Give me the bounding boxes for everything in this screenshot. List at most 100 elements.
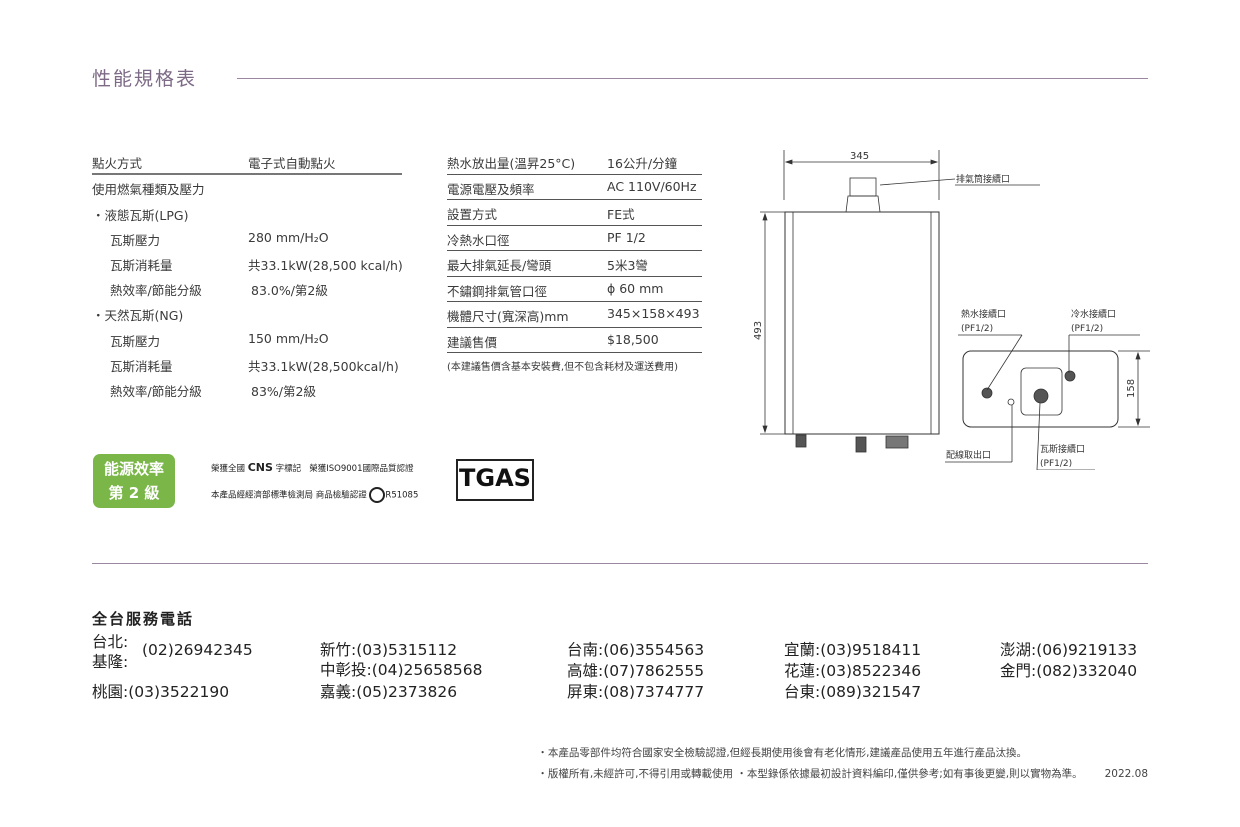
phone-city: 高雄: xyxy=(567,662,604,680)
spec-label: 瓦斯消耗量 xyxy=(110,258,173,273)
cold-size: (PF1/2) xyxy=(1071,324,1103,334)
phone-city: 基隆: xyxy=(92,653,129,671)
depth-dim: 158 xyxy=(1126,379,1137,398)
spec-label: 最大排氣延長/彎頭 xyxy=(447,258,552,273)
footer-note-2: ・版權所有,未經許可,不得引用或轉載使用 ・本型錄係依據最初設計資料編印,僅供參… xyxy=(537,768,1083,780)
phone-number: (089)321547 xyxy=(820,683,922,701)
footer-note-1: ・本產品零部件均符合國家安全檢驗認證,但經長期使用後會有老化情形,建議產品使用五… xyxy=(537,747,1028,759)
spec-row: 冷熱水口徑 PF 1/2 xyxy=(447,226,702,251)
phone-number: (06)3554563 xyxy=(603,641,705,659)
spec-label: 電源電壓及頻率 xyxy=(447,181,535,197)
spec-label: 熱水放出量(溫昇25°C) xyxy=(447,156,576,171)
spec-value: 83%/第2級 xyxy=(251,384,316,399)
width-dim: 345 xyxy=(850,151,869,162)
hot-size: (PF1/2) xyxy=(961,324,993,334)
phone-entry: 屏東:(08)7374777 xyxy=(567,680,704,702)
phone-entry: 金門:(082)332040 xyxy=(1000,659,1137,681)
spec-label: 冷熱水口徑 xyxy=(447,232,510,248)
spec-row: 點火方式 電子式自動點火 xyxy=(92,153,402,175)
cns-text: 榮獲全國 xyxy=(211,464,246,474)
spec-value: 電子式自動點火 xyxy=(248,156,336,171)
cns-text-post: 字標記 xyxy=(275,464,302,474)
phone-entry: 高雄:(07)7862555 xyxy=(567,659,704,681)
spec-value: 83.0%/第2級 xyxy=(251,283,328,298)
cns-logo-icon: CNS xyxy=(247,461,273,474)
spec-row: ・天然瓦斯(NG) xyxy=(92,305,402,330)
phone-city: 宜蘭: xyxy=(784,641,821,659)
phone-entry: 澎湖:(06)9219133 xyxy=(1000,638,1137,660)
exhaust-label: 排氣筒接續口 xyxy=(956,173,1010,185)
spec-value: PF 1/2 xyxy=(607,229,646,245)
spec-value: $18,500 xyxy=(607,331,659,347)
spec-row: 不鏽鋼排氣管口徑 ϕ 60 mm xyxy=(447,277,702,302)
dimension-diagram: 345 493 158 排氣筒接續口 熱水接續口 (PF1/2) 冷水接續口 (… xyxy=(753,150,1150,470)
spec-row: ・液態瓦斯(LPG) xyxy=(92,205,402,230)
phone-number: (05)2373826 xyxy=(356,683,458,701)
phone-number: (03)8522346 xyxy=(820,662,922,680)
phone-number: (03)9518411 xyxy=(820,641,922,659)
wiring-label: 配線取出口 xyxy=(946,449,991,461)
phone-entry: 嘉義:(05)2373826 xyxy=(320,680,457,702)
phone-city: 金門: xyxy=(1000,662,1037,680)
bottom-view xyxy=(945,334,1150,470)
spec-row: 建議售價$18,500 xyxy=(447,328,702,353)
gas-label: 瓦斯接續口 xyxy=(1040,443,1085,455)
spec-label: 設置方式 xyxy=(447,207,498,222)
bsmi-number: R51085 xyxy=(385,490,419,501)
badge-line2: 第 2 級 xyxy=(108,484,160,502)
bsmi-cert: 本產品經經濟部標準檢測局 商品檢驗認證 R51085 xyxy=(211,487,418,503)
spec-row: 使用燃氣種類及壓力 xyxy=(92,179,402,204)
phone-city: 新竹: xyxy=(320,641,357,659)
bsmi-logo-icon xyxy=(369,487,386,503)
spec-label: ・天然瓦斯(NG) xyxy=(92,308,184,323)
gas-size: (PF1/2) xyxy=(1040,459,1072,469)
phone-entry: 新竹:(03)5315112 xyxy=(320,638,457,660)
spec-value: AC 110V/60Hz xyxy=(607,178,697,194)
spec-value: FE式 xyxy=(607,207,635,222)
page-title: 性能規格表 xyxy=(92,68,198,90)
title-divider xyxy=(237,78,1148,79)
spec-value: 150 mm/H₂O xyxy=(248,331,329,346)
phone-city: 台北: xyxy=(92,633,129,651)
cns-cert: 榮獲全國 CNS 字標記 榮獲ISO9001國際品質認證 xyxy=(211,461,413,474)
spec-value: 共33.1kW(28,500 kcal/h) xyxy=(248,258,403,273)
phone-entry: 宜蘭:(03)9518411 xyxy=(784,638,921,660)
spec-label: 機體尺寸(寬深高)mm xyxy=(447,309,569,324)
phone-city: 台東: xyxy=(784,683,821,701)
phone-number: (03)3522190 xyxy=(128,683,230,701)
spec-label: 熱效率/節能分級 xyxy=(110,283,202,298)
badge-line1: 能源效率 xyxy=(103,460,164,478)
spec-value: 16公升/分鐘 xyxy=(607,156,678,171)
service-title: 全台服務電話 xyxy=(92,610,195,628)
spec-label: 瓦斯消耗量 xyxy=(110,359,173,374)
price-note: (本建議售價含基本安裝費,但不包含耗材及運送費用) xyxy=(447,362,678,373)
phone-city: 屏東: xyxy=(567,683,604,701)
phone-entry: 中彰投:(04)25658568 xyxy=(320,658,482,680)
spec-label: 瓦斯壓力 xyxy=(110,233,161,248)
spec-row: 瓦斯消耗量共33.1kW(28,500kcal/h) xyxy=(92,356,402,381)
spec-value: 345×158×493 xyxy=(607,306,700,321)
spec-row: 瓦斯消耗量 共33.1kW(28,500 kcal/h) xyxy=(92,255,403,280)
phone-entry: 花蓮:(03)8522346 xyxy=(784,659,921,681)
phone-number: (04)25658568 xyxy=(371,661,483,679)
phone-entry: 台東:(089)321547 xyxy=(784,680,921,702)
height-dim: 493 xyxy=(753,321,764,340)
cold-label: 冷水接續口 xyxy=(1071,308,1116,320)
tgas-logo: TGAS xyxy=(456,459,534,501)
spec-row: 電源電壓及頻率 AC 110V/60Hz xyxy=(447,175,702,200)
phone-number: (02)26942345 xyxy=(142,641,253,659)
spec-label: 不鏽鋼排氣管口徑 xyxy=(447,283,548,299)
section-divider xyxy=(92,563,1148,564)
spec-label: 瓦斯壓力 xyxy=(110,334,161,349)
phone-city: 澎湖: xyxy=(1000,641,1037,659)
footer-row-2: ・版權所有,未經許可,不得引用或轉載使用 ・本型錄係依據最初設計資料編印,僅供參… xyxy=(537,766,1148,781)
spec-value: ϕ 60 mm xyxy=(607,280,664,296)
spec-label: 點火方式 xyxy=(92,156,143,171)
spec-value: 280 mm/H₂O xyxy=(248,230,329,245)
spec-value: 5米3彎 xyxy=(607,258,648,273)
spec-row: 瓦斯壓力 150 mm/H₂O xyxy=(92,331,402,356)
phone-city: 花蓮: xyxy=(784,662,821,680)
phone-number: (082)332040 xyxy=(1036,662,1138,680)
spec-row: 設置方式 FE式 xyxy=(447,200,702,226)
